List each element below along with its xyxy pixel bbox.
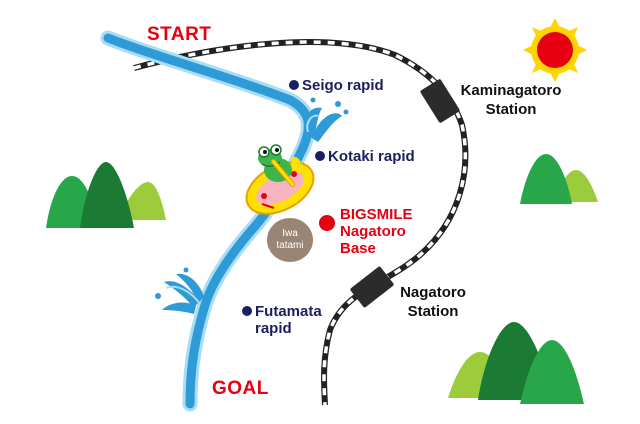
- base-marker: [319, 215, 335, 231]
- kaminagatoro-station-label-line2: Station: [485, 101, 537, 118]
- left-mountains-icon: [46, 162, 166, 228]
- rock-label-line1: Iwa: [282, 228, 298, 239]
- futamata-rapid-marker: [242, 306, 252, 316]
- right-top-mountains-icon: [520, 154, 598, 204]
- iwa-tatami-rock: [267, 218, 313, 262]
- kaminagatoro-station-label-line1: Kaminagatoro: [460, 82, 562, 99]
- kotaki-rapid-marker: [315, 151, 325, 161]
- frog-raft-icon: [245, 144, 315, 215]
- base-label-line1: BIGSMILE: [340, 206, 413, 223]
- start-label: START: [147, 24, 212, 45]
- rock-label-line2: tatami: [276, 240, 304, 251]
- railway-line: [133, 39, 469, 406]
- kotaki-rapid-label: Kotaki rapid: [328, 148, 415, 165]
- base-label-line3: Base: [340, 240, 376, 257]
- seigo-splash-icon: [303, 97, 349, 142]
- nagatoro-station-label-line1: Nagatoro: [400, 284, 466, 301]
- futamata-splash-icon: [155, 267, 204, 314]
- base-label-line2: Nagatoro: [340, 223, 406, 240]
- futamata-rapid-label-line1: Futamata: [255, 303, 322, 320]
- seigo-rapid-marker: [289, 80, 299, 90]
- river: [100, 30, 316, 412]
- bottom-right-mountains-icon: [448, 322, 584, 404]
- goal-label: GOAL: [212, 378, 269, 399]
- seigo-rapid-label: Seigo rapid: [302, 77, 384, 94]
- nagatoro-station-label-line2: Station: [407, 303, 459, 320]
- sun-icon: [523, 18, 587, 82]
- futamata-rapid-label-line2: rapid: [255, 320, 292, 337]
- kaminagatoro-station-icon: [420, 79, 460, 123]
- nagatoro-station-icon: [350, 266, 394, 308]
